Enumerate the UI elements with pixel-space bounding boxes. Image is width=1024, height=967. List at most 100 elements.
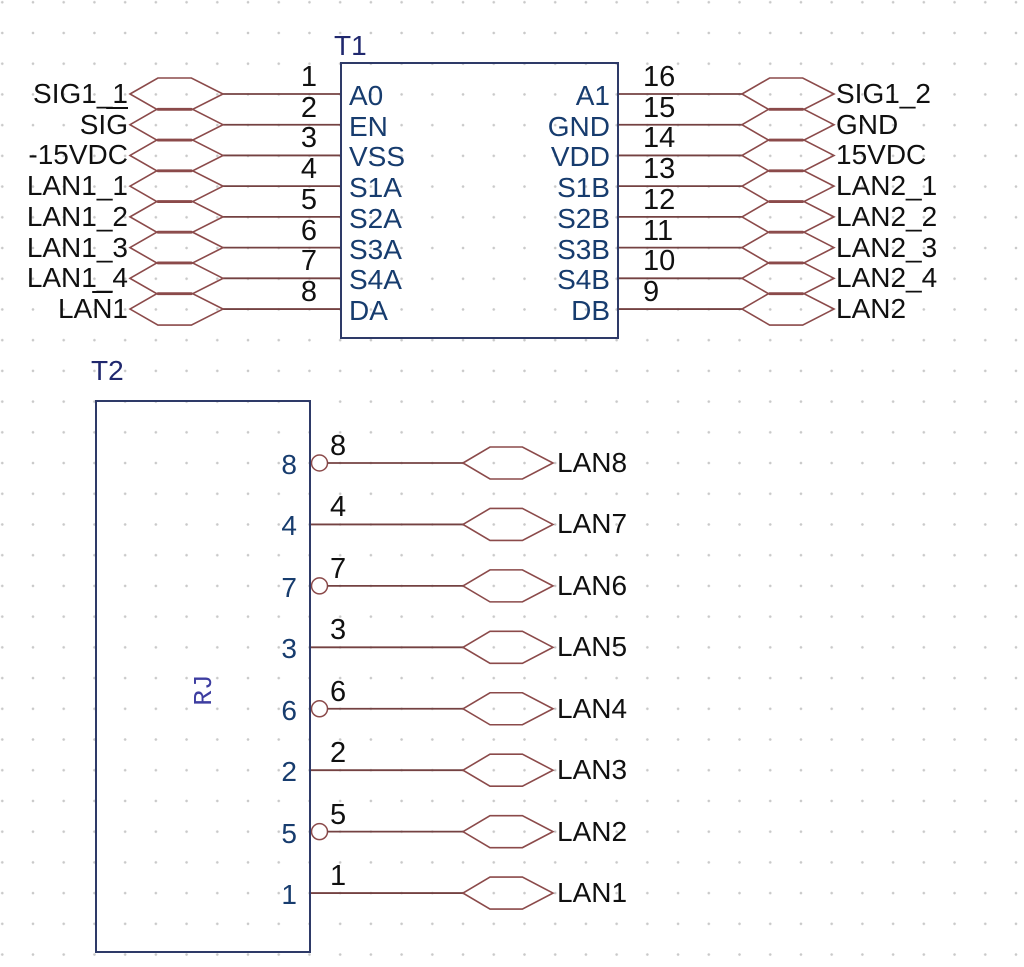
net-label[interactable]: 15VDC bbox=[836, 138, 926, 171]
net-label-text: LAN2 bbox=[836, 293, 907, 325]
t1-pin-name: GND bbox=[547, 110, 610, 142]
t2-pin-number: 5 bbox=[330, 798, 347, 831]
net-flag[interactable] bbox=[740, 138, 836, 173]
net-label[interactable]: LAN1_1 bbox=[0, 169, 128, 202]
net-label-text: LAN2_1 bbox=[836, 170, 938, 202]
net-label[interactable]: LAN8 bbox=[557, 447, 628, 478]
net-label[interactable]: -15VDC bbox=[0, 138, 128, 171]
net-flag[interactable] bbox=[740, 169, 836, 203]
net-flag[interactable] bbox=[128, 138, 225, 173]
t2-pin-number: 4 bbox=[330, 491, 347, 524]
net-flag[interactable] bbox=[740, 107, 836, 142]
net-flag[interactable] bbox=[740, 77, 836, 111]
t1-pin-number: 12 bbox=[643, 183, 676, 216]
net-label[interactable]: LAN1_4 bbox=[0, 261, 128, 294]
net-label[interactable]: SIG1_2 bbox=[836, 77, 931, 110]
t1-pin-name: S1A bbox=[349, 172, 402, 204]
t2-component-body[interactable] bbox=[95, 400, 311, 953]
t1-pin-name: A0 bbox=[349, 80, 384, 111]
net-flag[interactable] bbox=[461, 691, 555, 726]
t2-pin-name: 8 bbox=[281, 449, 297, 480]
net-label-text: LAN1_2 bbox=[26, 200, 128, 232]
net-label-text: GND bbox=[836, 108, 899, 140]
t2-pin-name: 6 bbox=[281, 694, 297, 726]
net-label[interactable]: LAN7 bbox=[557, 508, 628, 540]
net-label[interactable]: LAN2_1 bbox=[836, 169, 937, 202]
net-label-text: LAN1_4 bbox=[26, 262, 128, 294]
t1-pin-name: VDD bbox=[550, 141, 610, 173]
t1-pin-number: 15 bbox=[643, 91, 676, 124]
net-label[interactable]: SIG bbox=[0, 108, 128, 141]
net-label-text: LAN2_3 bbox=[836, 231, 938, 263]
t1-pin-name: S2B bbox=[557, 202, 610, 234]
net-label[interactable]: LAN1 bbox=[0, 292, 128, 325]
t1-pin-name: S2A bbox=[349, 202, 402, 234]
net-flag[interactable] bbox=[740, 261, 836, 296]
net-flag[interactable] bbox=[740, 292, 836, 326]
net-flag[interactable] bbox=[128, 261, 225, 296]
net-label-text: SIG1_2 bbox=[836, 78, 931, 109]
t1-pin-name: A1 bbox=[575, 80, 610, 111]
t2-pin-number: 8 bbox=[330, 430, 347, 462]
t1-pin-name: S4A bbox=[349, 264, 402, 296]
net-label-text: LA bbox=[57, 293, 93, 325]
net-label[interactable]: LAN1 bbox=[557, 877, 628, 909]
t1-pin-number: 16 bbox=[643, 61, 676, 93]
net-label-text: N bbox=[92, 293, 113, 325]
net-label[interactable]: LAN2_4 bbox=[836, 261, 937, 294]
net-flag[interactable] bbox=[461, 876, 555, 910]
net-label[interactable]: LAN5 bbox=[557, 631, 628, 663]
t2-pin-name: 1 bbox=[281, 879, 297, 911]
net-flag[interactable] bbox=[128, 169, 225, 203]
net-label-text: G bbox=[106, 108, 128, 140]
t2-reference-label[interactable]: T2 bbox=[91, 355, 124, 386]
net-label[interactable]: LAN1_2 bbox=[0, 200, 128, 233]
net-flag[interactable] bbox=[128, 107, 225, 142]
t1-reference-label[interactable]: T1 bbox=[334, 30, 367, 61]
net-flag[interactable] bbox=[461, 814, 555, 849]
net-label[interactable]: LAN2 bbox=[836, 292, 906, 325]
net-label-text: LAN2_2 bbox=[836, 200, 938, 232]
pin-inversion-bubble bbox=[310, 454, 329, 472]
t2-pin-number: 7 bbox=[330, 552, 347, 585]
t2-pin-name: 5 bbox=[281, 817, 297, 849]
t1-pin-number: 11 bbox=[643, 214, 674, 247]
net-flag[interactable] bbox=[128, 230, 225, 265]
t1-pin-name: S4B bbox=[557, 264, 610, 296]
net-label[interactable]: LAN2_2 bbox=[836, 200, 937, 233]
net-flag[interactable] bbox=[461, 507, 555, 542]
net-label-text: 15VDC bbox=[836, 139, 927, 171]
net-flag[interactable] bbox=[461, 630, 555, 665]
net-flag[interactable] bbox=[128, 292, 225, 326]
t2-pin-name: 4 bbox=[281, 510, 297, 542]
pin-inversion-bubble bbox=[310, 822, 329, 841]
t2-pin-number: 3 bbox=[330, 614, 347, 647]
net-flag[interactable] bbox=[128, 200, 225, 234]
net-flag[interactable] bbox=[740, 230, 836, 265]
net-flag[interactable] bbox=[461, 569, 555, 603]
t2-pin-name: 3 bbox=[281, 633, 297, 665]
net-flag[interactable] bbox=[461, 753, 555, 788]
net-label[interactable]: LAN3 bbox=[557, 754, 628, 786]
net-label[interactable]: LAN2 bbox=[557, 815, 628, 847]
net-label[interactable]: GND bbox=[836, 108, 898, 141]
net-label[interactable]: SIG1_1 bbox=[0, 77, 128, 110]
net-flag[interactable] bbox=[740, 200, 836, 234]
net-label-text: -15VDC bbox=[28, 139, 128, 171]
t1-component-body[interactable] bbox=[340, 62, 619, 339]
net-flag[interactable] bbox=[461, 446, 555, 480]
net-flag[interactable] bbox=[128, 77, 225, 111]
t1-pin-number: 8 bbox=[300, 276, 317, 309]
t1-pin-name: S3A bbox=[349, 233, 402, 265]
t2-pin-number: 2 bbox=[330, 737, 347, 770]
net-label[interactable]: LAN1_3 bbox=[0, 231, 128, 264]
t1-pin-number: 10 bbox=[643, 245, 676, 278]
t1-pin-number: 7 bbox=[300, 245, 317, 278]
net-label[interactable]: LAN2_3 bbox=[836, 231, 937, 264]
t1-pin-number: 5 bbox=[300, 183, 317, 216]
t1-pin-name: S3B bbox=[557, 233, 610, 265]
net-label[interactable]: LAN4 bbox=[557, 692, 628, 724]
net-label[interactable]: LAN6 bbox=[557, 569, 628, 601]
pin-inversion-bubble bbox=[310, 577, 329, 595]
